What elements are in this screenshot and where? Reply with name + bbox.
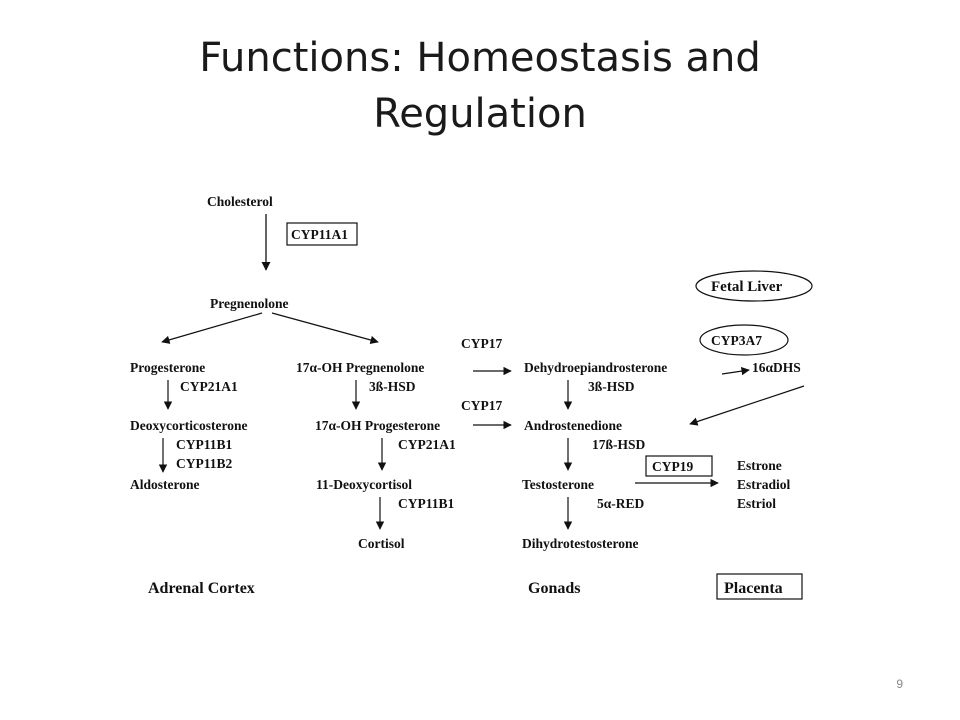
placenta-box (716, 573, 803, 600)
region-adrenal-cortex-label: Adrenal Cortex (148, 580, 255, 597)
deoxycorticosterone-label: Deoxycorticosterone (130, 418, 247, 433)
dhea-to-16adhs-arrow (721, 366, 750, 376)
cyp3a7-ellipse (699, 324, 789, 356)
estrone-label: Estrone (737, 458, 782, 473)
cyp19-box (645, 455, 713, 477)
cyp21a1-label: CYP21A1 (180, 379, 238, 394)
cyp11b2-label: CYP11B2 (176, 456, 233, 471)
cyp17-top-label: CYP17 (461, 336, 502, 351)
progesterone-label: Progesterone (130, 360, 205, 375)
slide-title-line-2: Regulation (373, 91, 587, 137)
cyp11b1-b-label: CYP11B1 (398, 496, 455, 511)
dhea-label: Dehydroepiandrosterone (524, 360, 667, 375)
testosterone-label: Testosterone (522, 477, 594, 492)
cyp21a1-b-label: CYP21A1 (398, 437, 456, 452)
hsd17b-label: 17ß-HSD (592, 437, 646, 452)
cyp11a1-label: CYP11A1 (291, 227, 348, 242)
oh-progesterone-label: 17α-OH Progesterone (315, 418, 440, 433)
hsd3b-label: 3ß-HSD (369, 379, 416, 394)
slide-title-line-1: Functions: Homeostasis and (199, 35, 761, 81)
cyp3a7-label: CYP3A7 (711, 333, 762, 348)
fetal-liver-label: Fetal Liver (711, 279, 783, 295)
deoxycortisol-label: 11-Deoxycortisol (316, 477, 412, 492)
aldosterone-label: Aldosterone (130, 477, 200, 492)
cortisol-label: Cortisol (358, 536, 405, 551)
pregnenolone-to-17oh-arrow (271, 312, 379, 345)
fetal-liver-ellipse (695, 270, 813, 302)
page-number: 9 (896, 677, 903, 691)
dht-label: Dihydrotestosterone (522, 536, 639, 551)
16adhs-label: 16αDHS (752, 360, 801, 375)
cyp19-label: CYP19 (652, 459, 693, 474)
oh-pregnenolone-label: 17α-OH Pregnenolone (296, 360, 424, 375)
cyp11a1-box (286, 222, 358, 246)
red5a-label: 5α-RED (597, 496, 645, 511)
cyp17-bottom-label: CYP17 (461, 398, 502, 413)
cholesterol-label: Cholesterol (207, 194, 273, 209)
estradiol-label: Estradiol (737, 477, 791, 492)
pregnenolone-label: Pregnenolone (210, 296, 289, 311)
pregnenolone-to-progesterone-arrow (161, 312, 263, 344)
gonads-hsd3b-label: 3ß-HSD (588, 379, 635, 394)
slide-title: Functions: Homeostasis and Regulation (80, 30, 880, 142)
16adhs-to-androstenedione-arrow (689, 385, 805, 426)
cyp11b1-label: CYP11B1 (176, 437, 233, 452)
estriol-label: Estriol (737, 496, 776, 511)
androstenedione-label: Androstenedione (524, 418, 622, 433)
region-placenta-label: Placenta (724, 580, 783, 597)
region-gonads-label: Gonads (528, 580, 580, 597)
